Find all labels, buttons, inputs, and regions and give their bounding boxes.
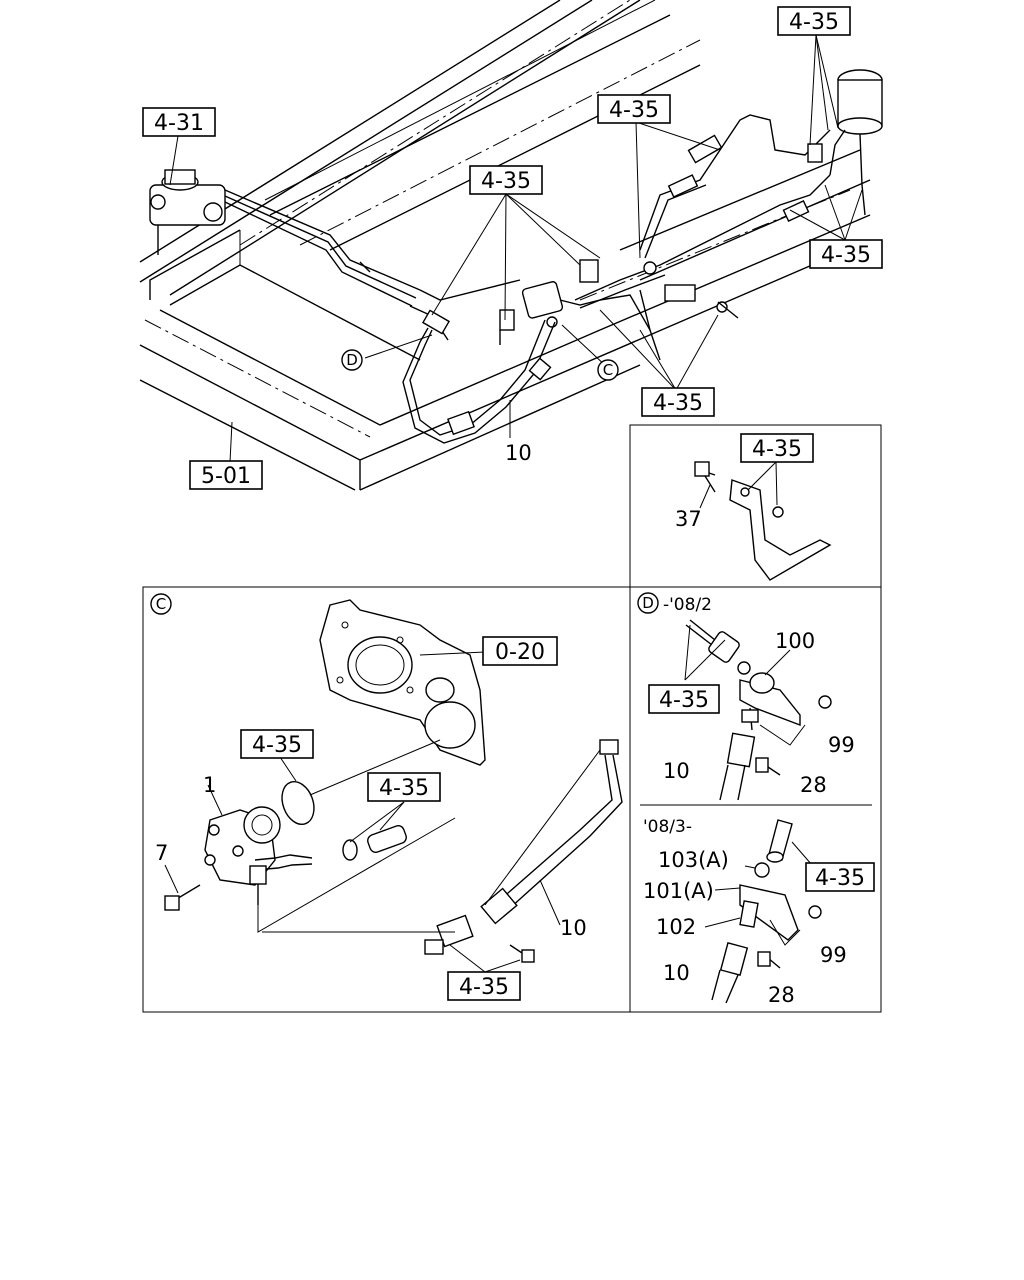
part-label-99-d2: 99 — [820, 943, 847, 967]
date-upto: -'08/2 — [663, 595, 712, 615]
part-label-102: 102 — [656, 915, 696, 939]
ref-box-4-35-upper: 4-35 — [597, 94, 671, 124]
detail-marker-d: D — [642, 594, 654, 612]
detail-d-lower: '08/3- 4-35 103(A) 101(A) 102 99 10 28 — [643, 817, 875, 1007]
bracket-detail: 4-35 37 — [675, 433, 832, 581]
reservoir — [829, 69, 883, 216]
part-label-10-c: 10 — [560, 916, 587, 940]
ref-box-4-35-sleeve: 4-35 — [379, 776, 429, 801]
part-label-1: 1 — [203, 773, 216, 797]
ref-box-4-35-bottom: 4-35 — [641, 387, 715, 417]
ref-box-4-35-center: 4-35 — [469, 165, 543, 195]
detail-frames — [142, 424, 882, 1013]
detail-c: C — [150, 593, 623, 1001]
detail-d-upper: D -'08/2 4-35 100 99 10 28 — [637, 592, 855, 801]
ref-box-4-35-top-right: 4-35 — [777, 6, 851, 36]
ref-box-5-01: 5-01 — [189, 460, 263, 490]
svg-text:4-31: 4-31 — [154, 111, 204, 136]
svg-text:4-35: 4-35 — [821, 243, 871, 268]
part-label-7: 7 — [155, 841, 168, 865]
part-label-28-d: 28 — [800, 773, 827, 797]
main-leaders — [169, 34, 863, 463]
brake-pipes — [359, 114, 831, 361]
chassis-frame — [139, 0, 871, 491]
ref-box-4-35-d2: 4-35 — [815, 866, 865, 891]
part-label-99-d: 99 — [828, 733, 855, 757]
svg-text:D: D — [346, 351, 358, 369]
ref-box-4-35-oring: 4-35 — [252, 733, 302, 758]
ref-box-4-35-c-bottom: 4-35 — [459, 975, 509, 1000]
ref-box-4-35-d: 4-35 — [659, 688, 709, 713]
master-cylinder-left — [149, 169, 421, 307]
svg-text:C: C — [603, 361, 613, 379]
svg-text:4-35: 4-35 — [481, 169, 531, 194]
detail-marker-c-main: C — [597, 359, 619, 381]
ref-box-4-31: 4-31 — [142, 107, 216, 137]
detail-marker-c: C — [156, 595, 166, 613]
pump-main — [402, 281, 601, 444]
ref-box-0-20: 0-20 — [495, 640, 545, 665]
date-from: '08/3- — [643, 817, 692, 837]
part-label-10-d: 10 — [663, 759, 690, 783]
part-label-28-d2: 28 — [768, 983, 795, 1007]
part-label-101a: 101(A) — [643, 879, 714, 903]
ref-box-4-35-bracket: 4-35 — [752, 437, 802, 462]
svg-text:4-35: 4-35 — [789, 10, 839, 35]
part-label-10-d2: 10 — [663, 961, 690, 985]
svg-text:5-01: 5-01 — [201, 464, 251, 489]
part-label-100: 100 — [775, 629, 815, 653]
part-label-10-main: 10 — [505, 441, 532, 465]
part-label-37: 37 — [675, 507, 702, 531]
detail-marker-d-main: D — [341, 349, 363, 371]
svg-text:4-35: 4-35 — [609, 98, 659, 123]
ref-box-4-35-right: 4-35 — [809, 239, 883, 269]
part-label-103a: 103(A) — [658, 848, 729, 872]
svg-text:4-35: 4-35 — [653, 391, 703, 416]
